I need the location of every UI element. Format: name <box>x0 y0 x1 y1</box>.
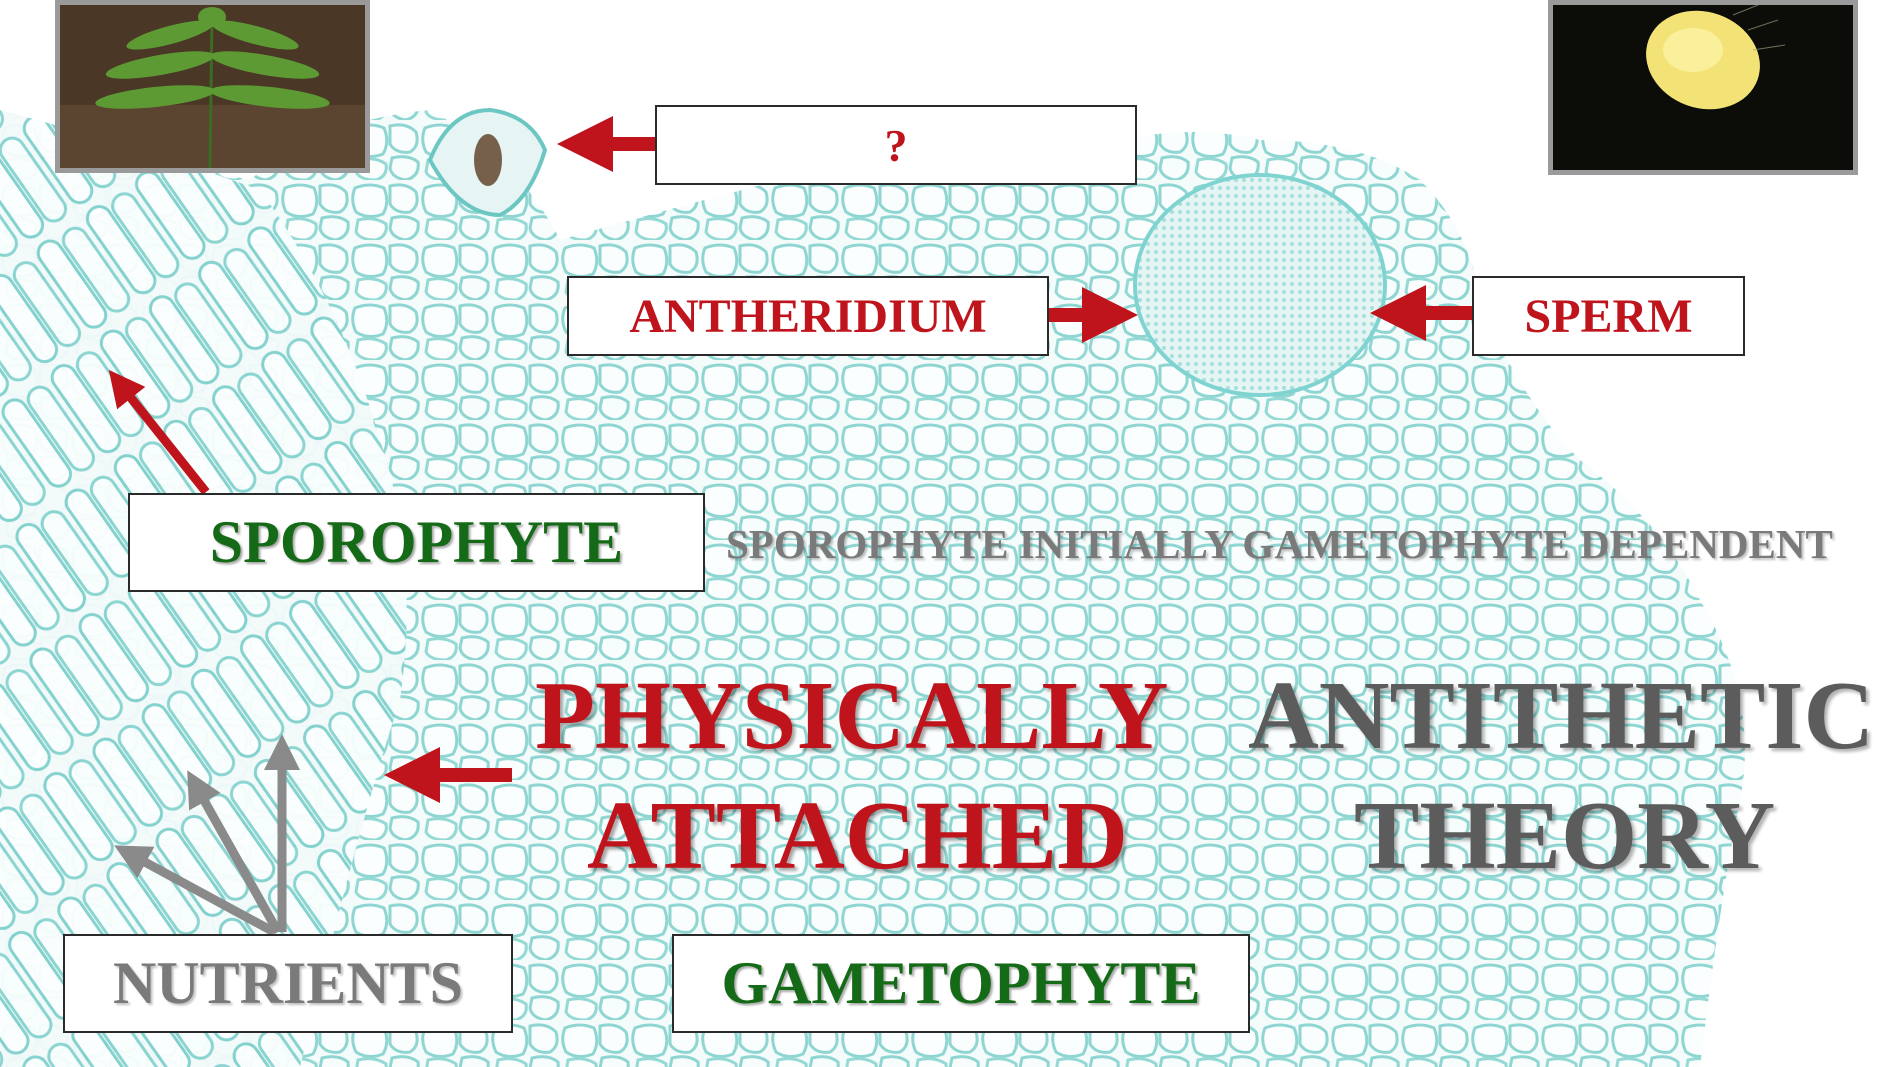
theory-text: THEORY <box>1354 780 1775 892</box>
physically-text: PHYSICALLY <box>535 660 1169 772</box>
antithetic-text: ANTITHETIC <box>1248 660 1874 772</box>
dependent-note: SPOROPHYTE INITIALLY GAMETOPHYTE DEPENDE… <box>726 520 1833 568</box>
attached-text: ATTACHED <box>587 780 1128 892</box>
sperm-label: SPERM <box>1472 276 1745 356</box>
yellow-gametophyte-icon <box>1553 5 1853 170</box>
fern-photo <box>55 0 370 173</box>
gametophyte-label: GAMETOPHYTE <box>672 934 1250 1033</box>
sporophyte-label: SPOROPHYTE <box>128 493 705 592</box>
nutrients-label: NUTRIENTS <box>63 934 513 1033</box>
fern-sporophyte-icon <box>60 5 365 168</box>
gametophyte-photo <box>1548 0 1858 175</box>
antheridium-sperm-mass <box>1135 175 1385 395</box>
archegonium-venter <box>474 134 502 186</box>
antheridium-label: ANTHERIDIUM <box>567 276 1049 356</box>
question-label: ? <box>655 105 1137 185</box>
